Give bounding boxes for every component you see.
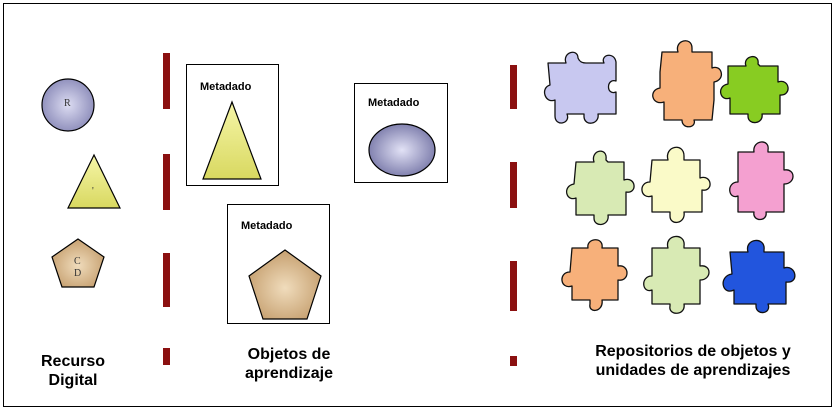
- diagram-frame: [3, 3, 832, 407]
- resource-triangle-shape: [67, 153, 121, 209]
- object-triangle-shape: [202, 100, 262, 180]
- puzzle-piece-lightgreen-bottom: [643, 235, 710, 314]
- metadata-label-ellipse: Metadado: [368, 97, 420, 109]
- caption-recurso-line1: Recurso: [40, 353, 106, 370]
- caption-repositorios-line1: Repositorios de objetos y: [595, 343, 791, 360]
- caption-repositorios: Repositorios de objetos y unidades de ap…: [560, 342, 826, 380]
- metadata-label-triangle: Metadado: [200, 81, 252, 93]
- resource-circle-shape: [41, 78, 95, 132]
- caption-objetos: Objetos de aprendizaje: [224, 345, 354, 383]
- puzzle-piece-pink-mid: [729, 141, 794, 221]
- caption-objetos-line1: Objetos de: [247, 346, 331, 363]
- puzzle-piece-orange-bottom: [561, 239, 628, 311]
- divider-right: [510, 65, 517, 366]
- metadata-box-ellipse: [354, 83, 448, 183]
- metadata-label-pentagon: Metadado: [241, 220, 293, 232]
- caption-recurso-line2: Digital: [48, 372, 98, 389]
- puzzle-piece-green-top: [720, 56, 789, 124]
- object-ellipse-shape: [368, 123, 436, 177]
- puzzle-piece-lightgreen-mid: [566, 150, 635, 226]
- object-pentagon-shape: [248, 249, 322, 320]
- divider-left: [163, 53, 170, 365]
- metadata-box-pentagon: [227, 204, 330, 324]
- pentagon-letter-1: C: [74, 256, 81, 267]
- puzzle-piece-cream-mid: [641, 146, 711, 223]
- caption-objetos-line2: aprendizaje: [244, 365, 334, 382]
- metadata-box-triangle: [186, 64, 279, 186]
- resource-pentagon-shape: [51, 238, 105, 288]
- puzzle-piece-blue-bottom: [722, 239, 796, 314]
- puzzle-piece-orange-top: [652, 40, 722, 128]
- circle-letter: R: [64, 98, 71, 109]
- triangle-letter: ': [92, 186, 94, 197]
- puzzle-piece-lavender: [543, 51, 617, 124]
- pentagon-letter-2: D: [74, 268, 82, 279]
- caption-repositorios-line2: unidades de aprendizajes: [595, 362, 791, 379]
- caption-recurso-digital: Recurso Digital: [18, 352, 128, 390]
